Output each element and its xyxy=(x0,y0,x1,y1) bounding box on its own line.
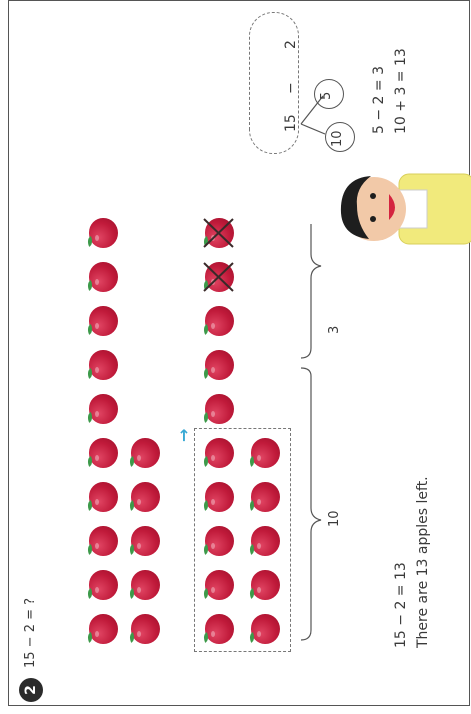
apple-icon xyxy=(85,526,118,556)
apple-icon xyxy=(201,570,234,600)
apple-icon xyxy=(247,482,280,512)
problem-question: 15 − 2 = ? xyxy=(23,597,38,668)
apple-icon xyxy=(85,394,118,424)
apple-icon xyxy=(201,394,234,424)
apple-icon xyxy=(85,262,118,292)
girl-character-illustration xyxy=(340,173,471,245)
apple-icon xyxy=(247,570,280,600)
brace-ten-label: 10 xyxy=(327,510,342,527)
apple-icon xyxy=(127,482,160,512)
bond-step-2: 10 + 3 = 13 xyxy=(393,48,409,134)
worksheet-content: 2 15 − 2 = ? → 10 3 15 − 2 = 13 There ar… xyxy=(9,1,471,714)
apple-icon xyxy=(85,306,118,336)
cross-out-icon xyxy=(203,262,234,292)
apple-icon xyxy=(85,482,118,512)
braces xyxy=(300,224,322,641)
brace-three xyxy=(300,224,322,359)
answer-equation: 15 − 2 = 13 xyxy=(393,562,409,648)
apple-icon xyxy=(201,614,234,644)
apple-icon xyxy=(201,482,234,512)
apple-icon xyxy=(247,526,280,556)
brace-ten xyxy=(300,367,322,641)
worksheet-frame: 2 15 − 2 = ? → 10 3 15 − 2 = 13 There ar… xyxy=(8,0,471,706)
apple-icon xyxy=(85,570,118,600)
apple-icon xyxy=(201,438,234,468)
apple-icon xyxy=(127,570,160,600)
apple-icon xyxy=(127,438,160,468)
apple-icon xyxy=(85,614,118,644)
arrow-marker-icon: → xyxy=(174,428,193,442)
cross-out-icon xyxy=(203,218,234,248)
brace-three-label: 3 xyxy=(327,325,342,334)
bond-part-ten: 10 xyxy=(330,130,345,147)
apple-icon xyxy=(85,438,118,468)
bond-step-1: 5 − 2 = 3 xyxy=(371,66,387,134)
bond-subtrahend: 2 xyxy=(283,40,299,49)
bond-part-five: 5 xyxy=(319,91,334,100)
crossed-apple-icon xyxy=(201,262,234,292)
apple-icon xyxy=(127,614,160,644)
apple-icon xyxy=(85,218,118,248)
crossed-apple-icon xyxy=(201,218,234,248)
problem-number-badge: 2 xyxy=(19,678,43,702)
apple-icon xyxy=(247,614,280,644)
apple-icon xyxy=(201,306,234,336)
apple-icon xyxy=(201,350,234,380)
apple-icon xyxy=(201,526,234,556)
answer-sentence: There are 13 apples left. xyxy=(415,476,431,648)
apple-icon xyxy=(85,350,118,380)
apple-icon xyxy=(247,438,280,468)
bond-lines xyxy=(300,95,326,135)
apple-icon xyxy=(127,526,160,556)
